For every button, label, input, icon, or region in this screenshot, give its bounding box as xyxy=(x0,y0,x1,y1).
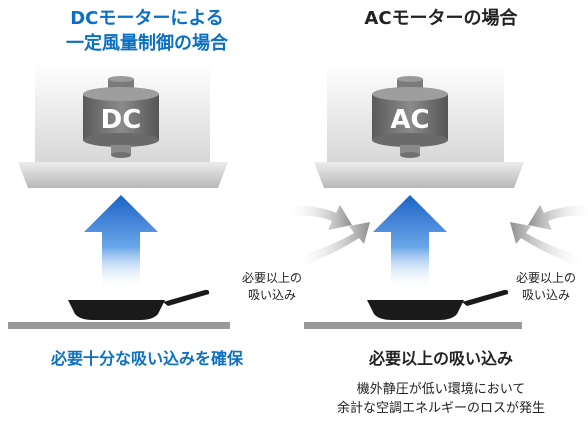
ac-note-line2: 余計な空調エネルギーのロスが発生 xyxy=(336,401,545,416)
ac-excess-suction-arrows-right xyxy=(510,205,588,266)
dc-hood-lip xyxy=(18,162,228,188)
ac-motor-label: AC xyxy=(390,105,429,135)
ac-side-label-right-line1: 必要以上の xyxy=(515,271,576,285)
dc-motor-icon: DC xyxy=(83,76,159,158)
ac-airflow-arrow xyxy=(373,195,447,290)
dc-hood-diagram: DC xyxy=(8,62,230,329)
ac-excess-suction-arrows-left xyxy=(294,205,370,266)
dc-frying-pan-icon xyxy=(68,289,210,320)
ac-result-text: 必要以上の吸い込み xyxy=(368,349,513,368)
ac-stovetop xyxy=(304,322,522,329)
ac-motor-panel: ACモーターの場合 AC xyxy=(242,0,588,423)
dc-result-text: 必要十分な吸い込みを確保 xyxy=(50,349,243,368)
dc-airflow-arrow xyxy=(84,195,158,290)
dc-title-line1: DCモーターによる xyxy=(70,8,224,29)
ac-note-line1: 機外静圧が低い環境において xyxy=(356,382,526,397)
dc-title-line2: 一定風量制御の場合 xyxy=(66,33,228,54)
ac-side-label-left-line2: 吸い込み xyxy=(247,288,296,302)
ac-side-label-right-line2: 吸い込み xyxy=(521,288,570,302)
ac-title: ACモーターの場合 xyxy=(364,8,518,29)
dc-stovetop xyxy=(8,322,230,329)
dc-motor-label: DC xyxy=(101,105,142,135)
ac-hood-diagram: AC xyxy=(294,62,588,329)
ac-motor-icon: AC xyxy=(372,76,448,158)
ac-hood-lip xyxy=(314,162,524,188)
ac-side-label-left-line1: 必要以上の xyxy=(241,271,302,285)
ac-frying-pan-icon xyxy=(367,289,509,320)
dc-motor-panel: DCモーターによる 一定風量制御の場合 DC 必要十分な吸い込みを確保 xyxy=(8,8,243,368)
